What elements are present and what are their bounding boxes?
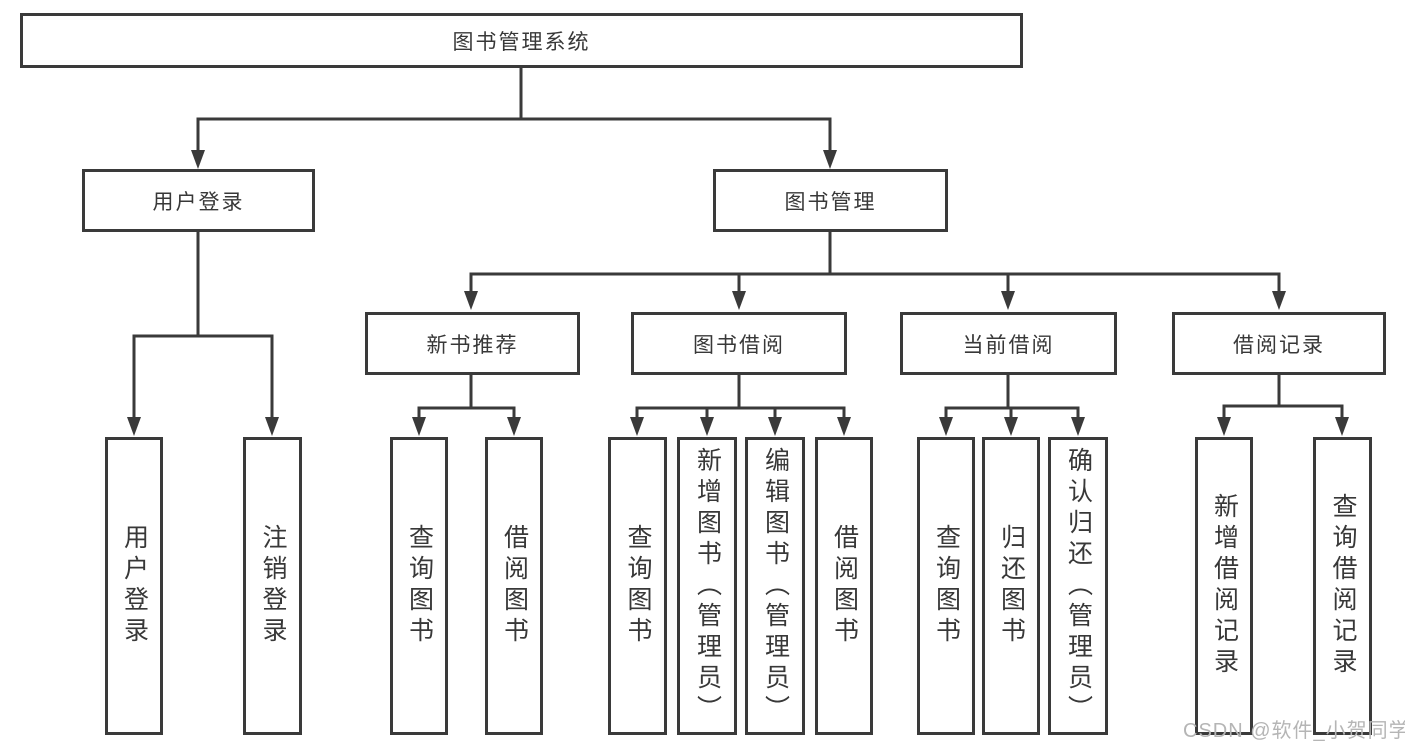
leaf-edit-book-admin: 编辑图书（管理员） xyxy=(745,437,805,735)
edge-new-book-rec-to-leaves xyxy=(412,374,521,436)
node-book-mgmt-label: 图书管理 xyxy=(784,190,877,214)
edge-book-mgmt-to-level3 xyxy=(464,231,1286,310)
leaf-logout: 注销登录 xyxy=(243,437,302,735)
node-borrow-records: 借阅记录 xyxy=(1172,312,1386,375)
watermark: CSDN @软件_小贺同学 xyxy=(1183,720,1405,742)
node-current-borrow: 当前借阅 xyxy=(900,312,1117,375)
node-user-login: 用户登录 xyxy=(82,169,315,232)
leaf-return-book-label: 归还图书 xyxy=(997,524,1026,648)
leaf-borrow-book-borrow: 借阅图书 xyxy=(815,437,873,735)
leaf-confirm-return-admin: 确认归还（管理员） xyxy=(1048,437,1108,735)
node-root-label: 图书管理系统 xyxy=(452,30,591,54)
leaf-borrow-book-borrow-label: 借阅图书 xyxy=(830,524,859,648)
edge-current-borrow-to-leaves xyxy=(939,374,1085,436)
edge-root-to-level2 xyxy=(191,68,837,169)
leaf-add-borrow-record-label: 新增借阅记录 xyxy=(1210,493,1239,679)
leaf-confirm-return-admin-label: 确认归还（管理员） xyxy=(1064,446,1093,726)
leaf-query-book-rec: 查询图书 xyxy=(390,437,448,735)
node-book-borrow-label: 图书借阅 xyxy=(693,333,785,357)
leaf-logout-label: 注销登录 xyxy=(259,524,287,648)
leaf-query-book-current-label: 查询图书 xyxy=(932,524,961,648)
node-book-borrow: 图书借阅 xyxy=(631,312,847,375)
node-new-book-rec: 新书推荐 xyxy=(365,312,580,375)
leaf-add-book-admin: 新增图书（管理员） xyxy=(677,437,737,735)
leaf-return-book: 归还图书 xyxy=(982,437,1040,735)
edge-borrow-records-to-leaves xyxy=(1217,374,1349,436)
leaf-query-borrow-record-label: 查询借阅记录 xyxy=(1329,493,1357,679)
leaf-add-borrow-record: 新增借阅记录 xyxy=(1195,437,1253,735)
leaf-borrow-book-rec: 借阅图书 xyxy=(485,437,543,735)
node-current-borrow-label: 当前借阅 xyxy=(962,333,1055,357)
node-borrow-records-label: 借阅记录 xyxy=(1233,333,1325,357)
leaf-query-book-borrow-label: 查询图书 xyxy=(624,524,652,648)
leaf-query-book-current: 查询图书 xyxy=(917,437,975,735)
leaf-query-book-rec-label: 查询图书 xyxy=(405,524,434,648)
leaf-user-login-label: 用户登录 xyxy=(120,524,149,648)
node-book-mgmt: 图书管理 xyxy=(713,169,948,232)
leaf-user-login: 用户登录 xyxy=(105,437,163,735)
edge-user-login-to-leaves xyxy=(127,231,279,436)
node-user-login-label: 用户登录 xyxy=(152,190,245,214)
leaf-edit-book-admin-label: 编辑图书（管理员） xyxy=(761,446,790,726)
node-root: 图书管理系统 xyxy=(20,13,1023,68)
leaf-borrow-book-rec-label: 借阅图书 xyxy=(500,524,529,648)
node-new-book-rec-label: 新书推荐 xyxy=(426,333,519,357)
leaf-query-borrow-record: 查询借阅记录 xyxy=(1313,437,1372,735)
leaf-query-book-borrow: 查询图书 xyxy=(608,437,667,735)
edge-book-borrow-to-leaves xyxy=(630,374,851,436)
leaf-add-book-admin-label: 新增图书（管理员） xyxy=(693,446,722,726)
